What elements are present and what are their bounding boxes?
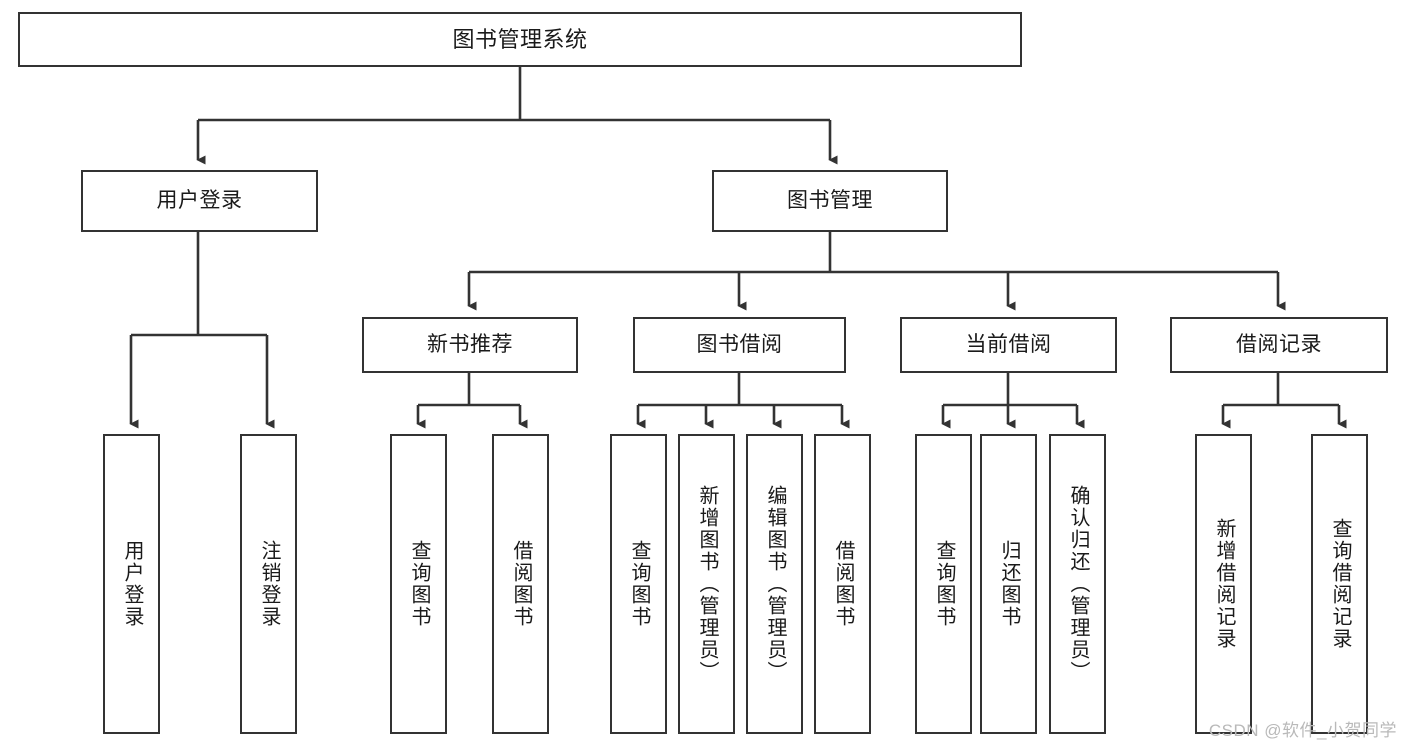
leaf-current-borrow-confirm-return-admin[interactable]: 确认归还（管理员） — [1049, 434, 1106, 734]
node-label: 用户登录 — [156, 188, 243, 212]
node-label: 借阅记录 — [1236, 332, 1322, 356]
node-label: 查询图书 — [408, 540, 430, 628]
node-label: 确认归还（管理员） — [1067, 485, 1089, 683]
node-label: 查询图书 — [933, 540, 955, 628]
node-label: 新书推荐 — [427, 332, 513, 356]
leaf-book-borrow-edit-book-admin[interactable]: 编辑图书（管理员） — [746, 434, 803, 734]
leaf-current-borrow-return-book[interactable]: 归还图书 — [980, 434, 1037, 734]
node-new-book-recommend[interactable]: 新书推荐 — [362, 317, 578, 373]
node-book-borrow[interactable]: 图书借阅 — [633, 317, 846, 373]
leaf-book-borrow-borrow-book[interactable]: 借阅图书 — [814, 434, 871, 734]
node-label: 注销登录 — [258, 540, 280, 628]
leaf-borrow-record-add-record[interactable]: 新增借阅记录 — [1195, 434, 1252, 734]
leaf-new-book-borrow-book[interactable]: 借阅图书 — [492, 434, 549, 734]
node-label: 图书借阅 — [696, 332, 783, 356]
leaf-new-book-query-book[interactable]: 查询图书 — [390, 434, 447, 734]
node-label: 借阅图书 — [510, 540, 532, 628]
node-label: 查询借阅记录 — [1329, 518, 1351, 650]
node-label: 查询图书 — [628, 540, 650, 628]
node-label: 新增借阅记录 — [1213, 518, 1235, 650]
node-label: 用户登录 — [121, 540, 143, 628]
leaf-book-borrow-add-book-admin[interactable]: 新增图书（管理员） — [678, 434, 735, 734]
node-label: 图书管理系统 — [452, 26, 588, 52]
watermark-text: CSDN @软件_小贺同学 — [1208, 721, 1397, 740]
leaf-borrow-record-query-record[interactable]: 查询借阅记录 — [1311, 434, 1368, 734]
node-label: 新增图书（管理员） — [696, 485, 718, 683]
node-root-system[interactable]: 图书管理系统 — [18, 12, 1022, 67]
node-book-management[interactable]: 图书管理 — [712, 170, 948, 232]
node-user-login[interactable]: 用户登录 — [81, 170, 318, 232]
node-current-borrow[interactable]: 当前借阅 — [900, 317, 1117, 373]
node-label: 图书管理 — [787, 188, 873, 212]
node-label: 编辑图书（管理员） — [764, 485, 786, 683]
node-label: 当前借阅 — [965, 332, 1052, 356]
leaf-book-borrow-query-book[interactable]: 查询图书 — [610, 434, 667, 734]
leaf-user-login-login[interactable]: 用户登录 — [103, 434, 160, 734]
node-label: 归还图书 — [998, 540, 1020, 628]
node-borrow-record[interactable]: 借阅记录 — [1170, 317, 1388, 373]
leaf-current-borrow-query-book[interactable]: 查询图书 — [915, 434, 972, 734]
node-label: 借阅图书 — [832, 540, 854, 628]
leaf-user-login-logout[interactable]: 注销登录 — [240, 434, 297, 734]
